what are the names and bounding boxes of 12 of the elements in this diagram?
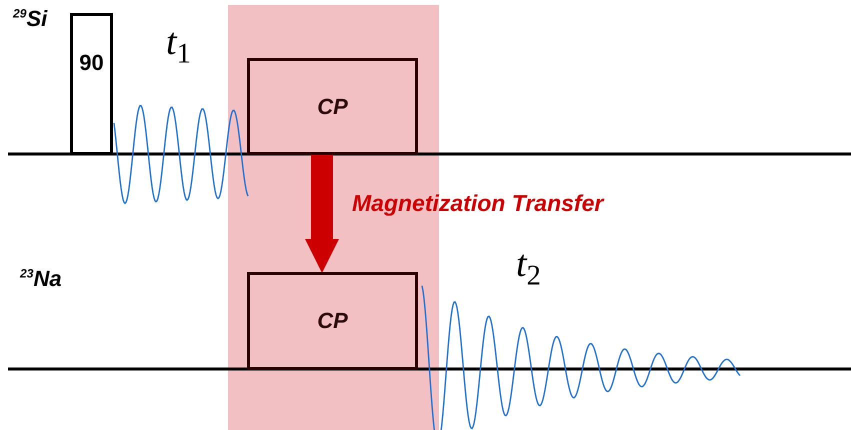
transfer-arrow bbox=[305, 155, 339, 273]
cp-pulse-box bbox=[247, 272, 418, 370]
edge-label: Magnetization Transfer bbox=[351, 190, 606, 217]
nucleus-label: $^{23}$Na bbox=[20, 266, 62, 292]
cp-pulse-box bbox=[247, 58, 418, 155]
pulse-label: CP bbox=[317, 308, 348, 334]
nucleus-label: $^{29}$Si bbox=[13, 6, 48, 32]
pulse-box bbox=[70, 13, 113, 155]
time-label: t$_{1}$ bbox=[166, 20, 191, 71]
pulse-label: CP bbox=[317, 94, 348, 120]
time-label: t$_{2}$ bbox=[516, 242, 541, 293]
pulse-label: 90 bbox=[79, 50, 104, 76]
